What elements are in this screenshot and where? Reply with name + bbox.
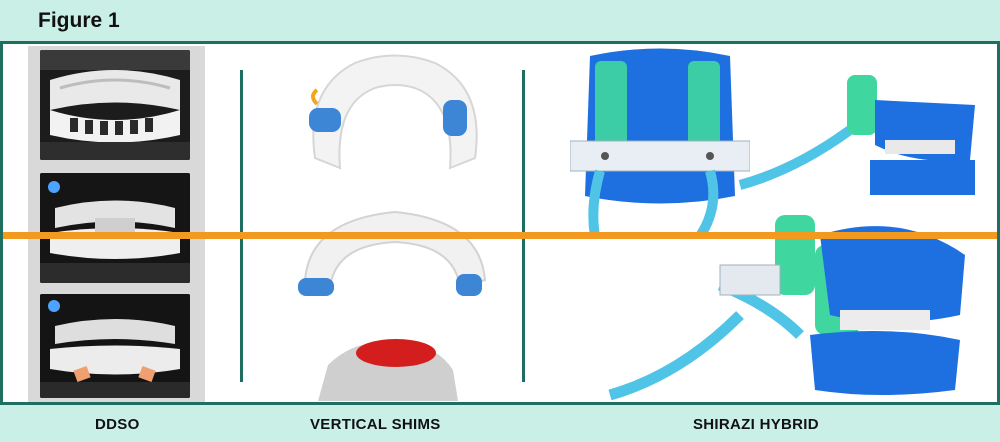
accent-line bbox=[0, 232, 1000, 239]
label-vertical-shims: VERTICAL SHIMS bbox=[310, 416, 441, 433]
ddso-image-3 bbox=[40, 294, 190, 398]
figure-footer: DDSO VERTICAL SHIMS SHIRAZI HYBRID bbox=[0, 402, 1000, 442]
panel-divider-1 bbox=[240, 70, 243, 382]
blue-dot-icon bbox=[48, 181, 60, 193]
frame-right bbox=[997, 44, 1000, 402]
shims-image-bottom bbox=[318, 339, 458, 401]
rotate-arrow-icon bbox=[311, 88, 319, 106]
frame-left bbox=[0, 44, 3, 402]
hybrid-image-side bbox=[738, 75, 975, 195]
hybrid-image-assembled bbox=[608, 215, 965, 400]
ddso-image-1 bbox=[40, 50, 190, 160]
shims-image-top bbox=[309, 54, 478, 170]
hybrid-image-front bbox=[570, 48, 750, 236]
figure-title: Figure 1 bbox=[38, 9, 120, 32]
panel-divider-2 bbox=[522, 70, 525, 382]
blue-dot-icon bbox=[48, 300, 60, 312]
shims-image-middle bbox=[303, 210, 487, 290]
label-shirazi-hybrid: SHIRAZI HYBRID bbox=[693, 416, 819, 433]
figure-header: Figure 1 bbox=[0, 0, 1000, 44]
ddso-image-2 bbox=[40, 173, 190, 283]
label-ddso: DDSO bbox=[95, 416, 140, 433]
